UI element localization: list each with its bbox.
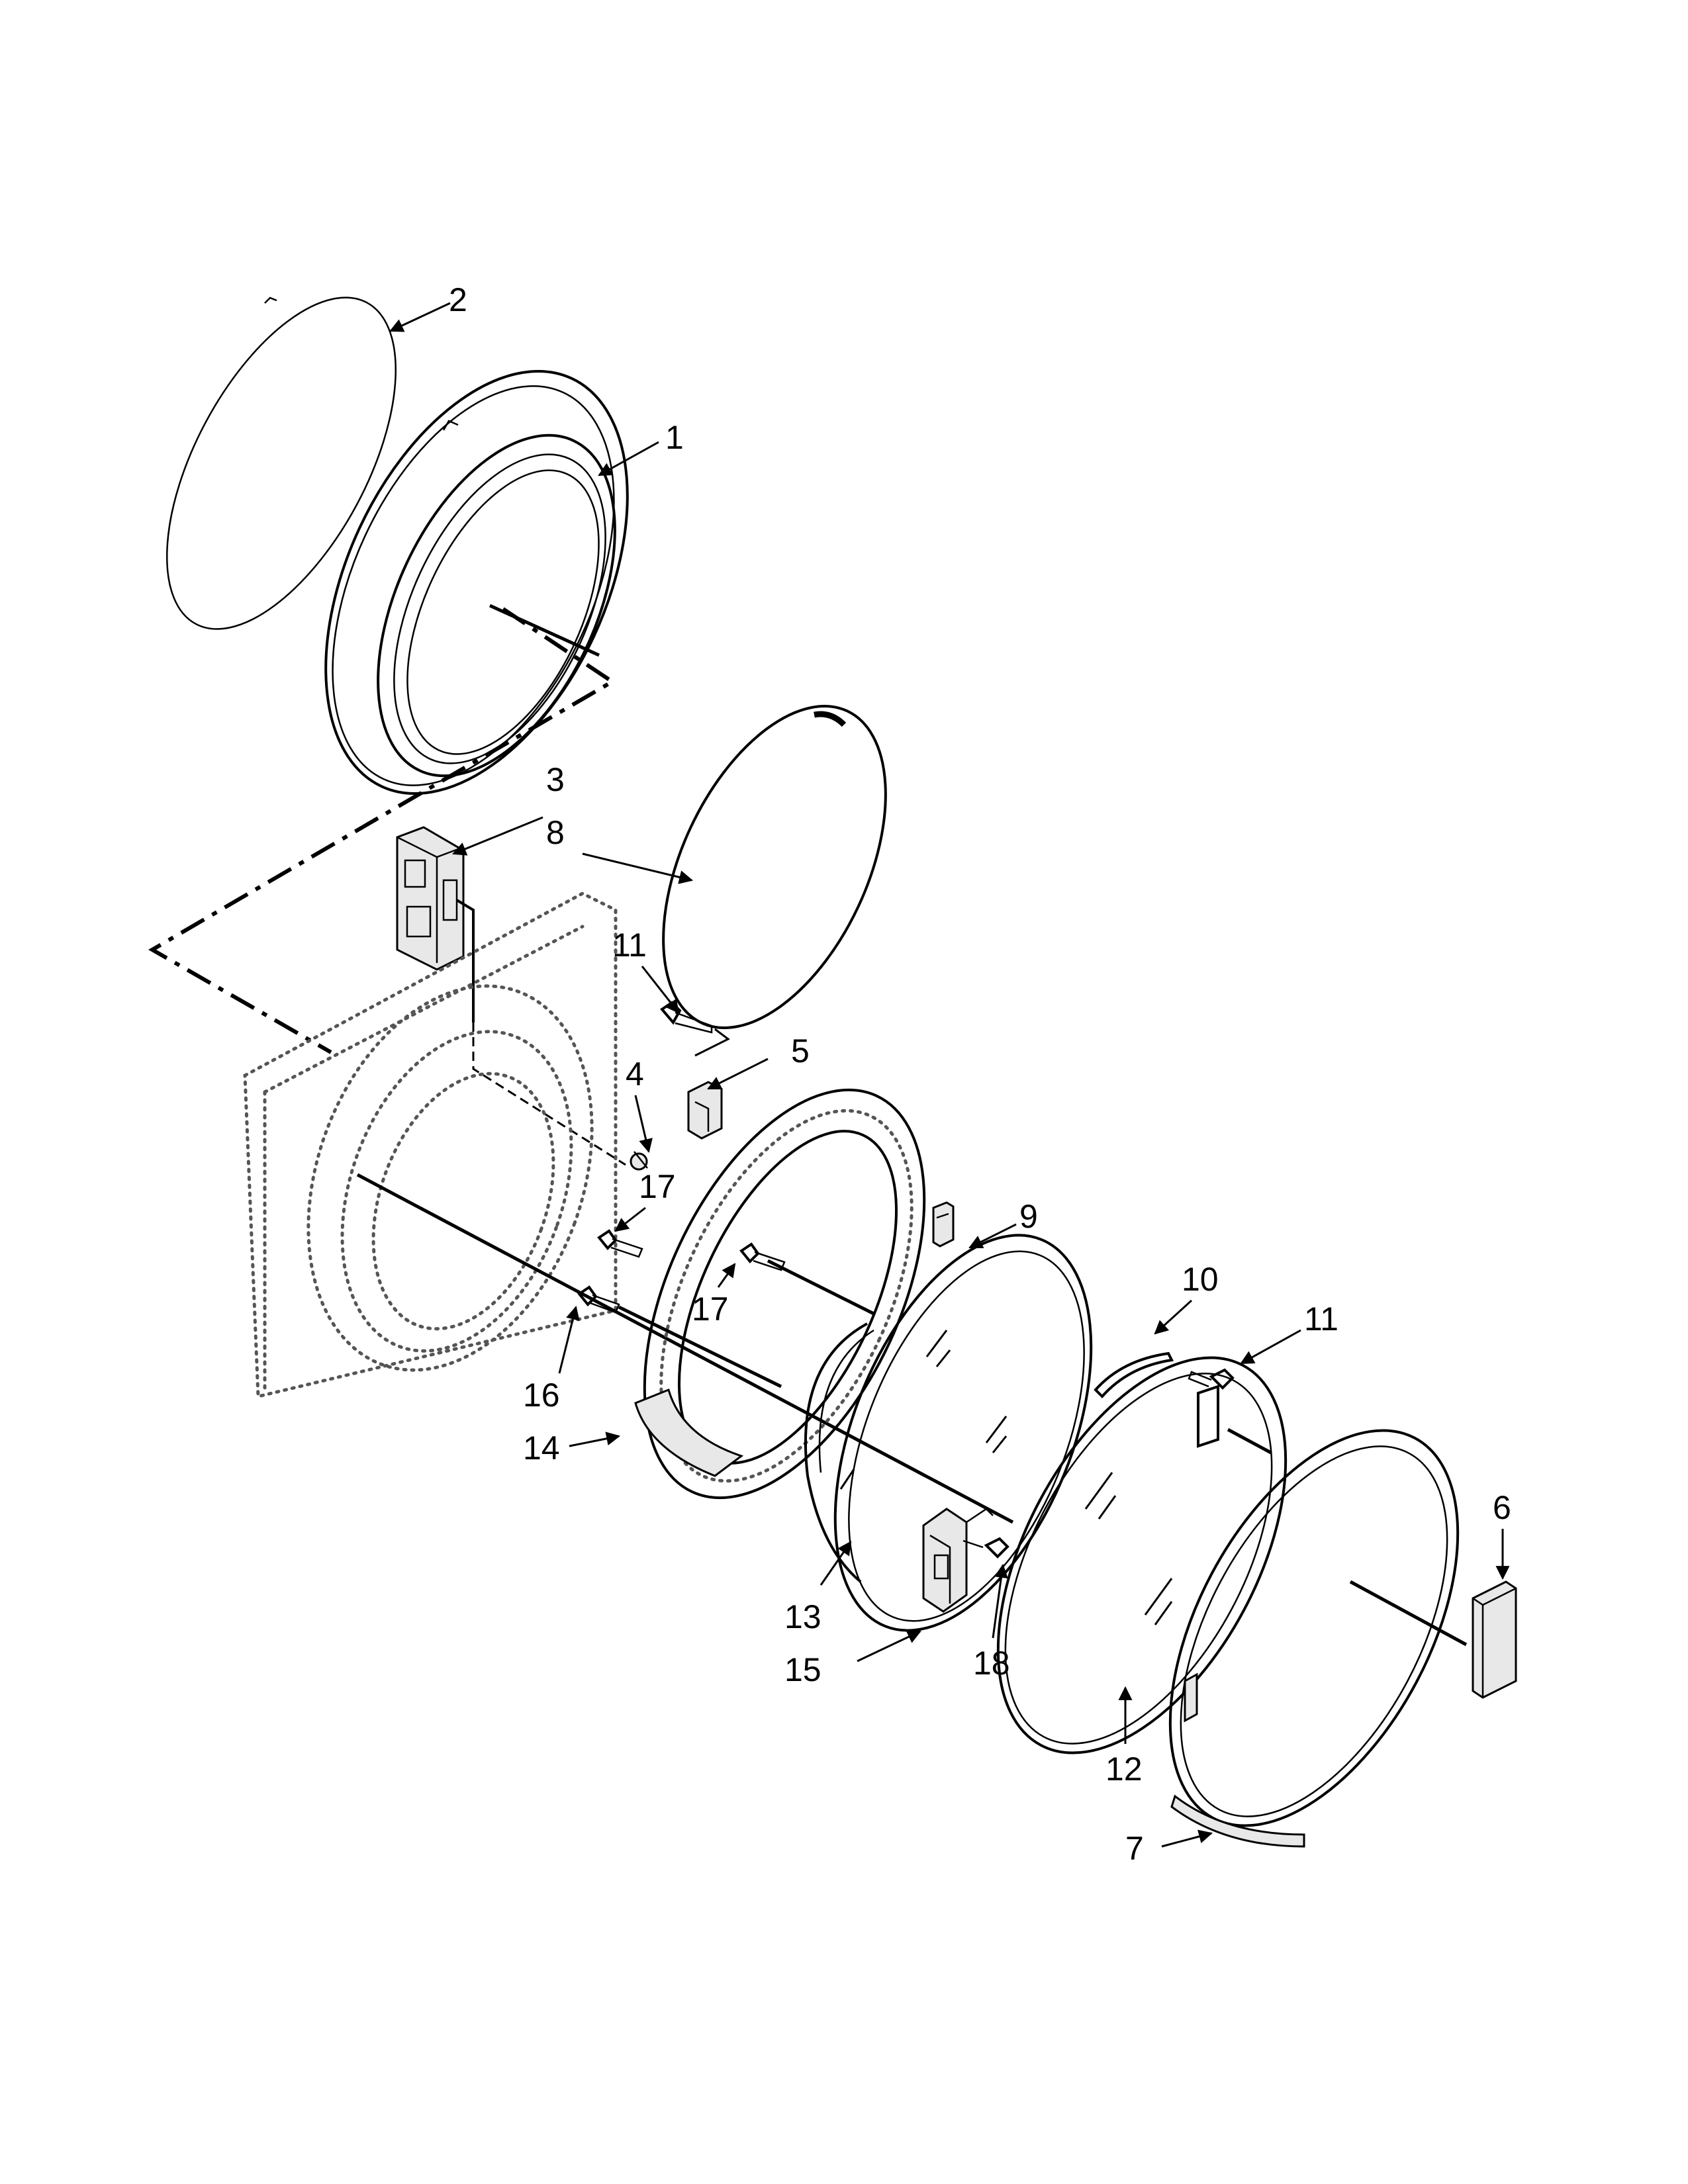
callout-8: 8 — [546, 814, 565, 851]
assembly-axis-main — [356, 1173, 1014, 1524]
assembly-axis-1 — [489, 604, 600, 657]
callout-1: 1 — [665, 419, 684, 456]
screw-17-axis — [767, 1259, 875, 1316]
callout-11-top: 11 — [612, 927, 647, 964]
callout-3: 3 — [546, 761, 565, 798]
part-12-outer-glass — [996, 1356, 1288, 1754]
callout-6: 6 — [1493, 1489, 1511, 1526]
cabinet-front-panel — [243, 891, 618, 1399]
part-17-screw-left — [597, 1229, 643, 1258]
screw-11-axis — [694, 1028, 730, 1057]
part-11-screw-top — [660, 1001, 713, 1034]
callout-13: 13 — [784, 1598, 821, 1635]
part-7-outer-door — [1168, 1429, 1460, 1848]
leader-arrows — [389, 302, 1510, 1848]
part-1-door-boot — [324, 370, 629, 795]
part-4-screw — [630, 1151, 648, 1171]
door-axis — [1349, 1580, 1468, 1647]
callout-12: 12 — [1105, 1751, 1143, 1788]
callout-10: 10 — [1182, 1261, 1219, 1298]
callout-11-right: 11 — [1304, 1300, 1338, 1338]
callout-14: 14 — [523, 1430, 560, 1467]
assembly-line-dashdot — [148, 607, 616, 1054]
part-8-door-seal — [662, 705, 887, 1029]
part-2-outer-ring — [165, 296, 397, 630]
callout-18: 18 — [973, 1645, 1010, 1682]
glass-axis — [1227, 1428, 1272, 1455]
part-13-inner-glass — [804, 1234, 1093, 1632]
part-6-door-handle — [1472, 1580, 1517, 1699]
lock-to-cabinet-dashed — [472, 1023, 626, 1166]
callout-4: 4 — [626, 1056, 644, 1093]
part-16-screw — [577, 1285, 620, 1314]
part-17-screw-right — [739, 1242, 786, 1271]
callout-5: 5 — [791, 1032, 810, 1069]
part-5-strike — [687, 1081, 723, 1140]
callout-16: 16 — [523, 1377, 560, 1414]
part-11-screw-right — [1188, 1368, 1235, 1390]
screw-16-axis — [618, 1305, 782, 1388]
callout-7: 7 — [1125, 1830, 1144, 1867]
part-3-door-lock — [396, 826, 475, 1023]
part-14-inner-frame — [634, 1088, 926, 1500]
callout-9: 9 — [1019, 1198, 1038, 1235]
callout-labels: 2 1 3 8 11 4 5 9 17 17 10 11 16 14 13 15… — [449, 281, 1511, 1867]
callout-17-left: 17 — [639, 1168, 676, 1205]
callout-2: 2 — [449, 281, 467, 318]
callout-15: 15 — [784, 1651, 821, 1688]
callout-17-right: 17 — [692, 1291, 729, 1328]
part-10-hinge-wire — [1094, 1351, 1174, 1398]
part-18-screw — [962, 1537, 1009, 1559]
part-9-clip — [932, 1201, 955, 1248]
part-15-handle-housing — [922, 1508, 994, 1613]
